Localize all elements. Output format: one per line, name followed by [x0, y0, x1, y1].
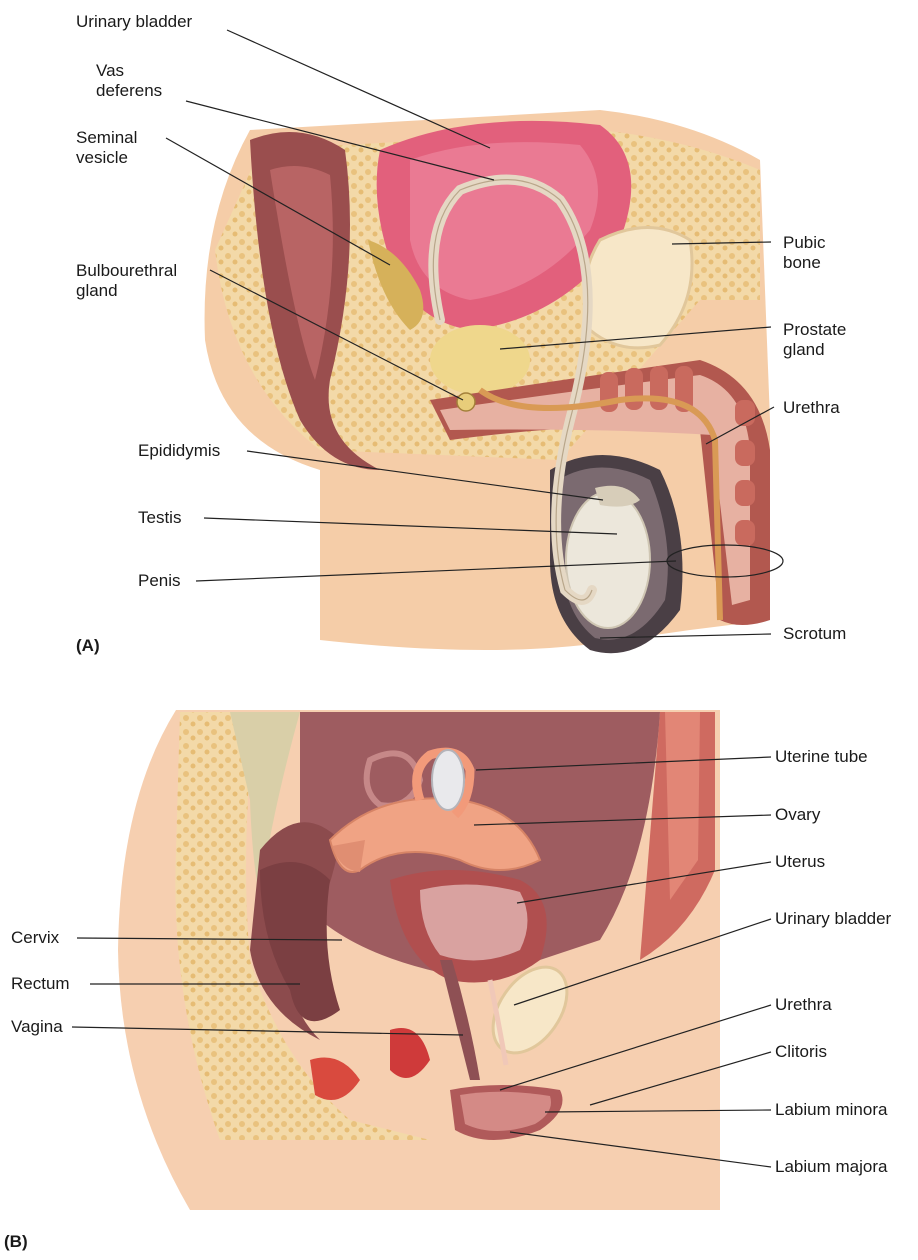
label-cervix: Cervix: [11, 928, 59, 948]
label-labium-majora: Labium majora: [775, 1157, 887, 1177]
label-scrotum: Scrotum: [783, 624, 846, 644]
label-urethra-male: Urethra: [783, 398, 840, 418]
label-vas-deferens: Vas deferens: [96, 61, 162, 101]
label-seminal-vesicle: Seminal vesicle: [76, 128, 137, 168]
ovary-shape: [432, 750, 464, 810]
label-testis: Testis: [138, 508, 181, 528]
label-rectum: Rectum: [11, 974, 70, 994]
prostate-gland-shape: [430, 325, 530, 395]
label-urethra-female: Urethra: [775, 995, 832, 1015]
label-uterus: Uterus: [775, 852, 825, 872]
label-urinary-bladder-female: Urinary bladder: [775, 909, 891, 929]
male-illustration: [205, 110, 770, 653]
panel-letter-a: (A): [76, 636, 100, 656]
panel-letter-b: (B): [4, 1232, 28, 1252]
testis-shape: [566, 492, 650, 628]
label-vagina: Vagina: [11, 1017, 63, 1037]
label-ovary: Ovary: [775, 805, 820, 825]
bulbourethral-gland-shape: [457, 393, 475, 411]
label-labium-minora: Labium minora: [775, 1100, 887, 1120]
label-clitoris: Clitoris: [775, 1042, 827, 1062]
label-prostate-gland: Prostate gland: [783, 320, 846, 360]
female-illustration: [118, 710, 720, 1210]
label-urinary-bladder-male: Urinary bladder: [76, 12, 192, 32]
label-pubic-bone: Pubic bone: [783, 233, 826, 273]
label-penis: Penis: [138, 571, 181, 591]
label-bulbourethral-gland: Bulbourethral gland: [76, 261, 177, 301]
label-epididymis: Epididymis: [138, 441, 220, 461]
label-uterine-tube: Uterine tube: [775, 747, 868, 767]
